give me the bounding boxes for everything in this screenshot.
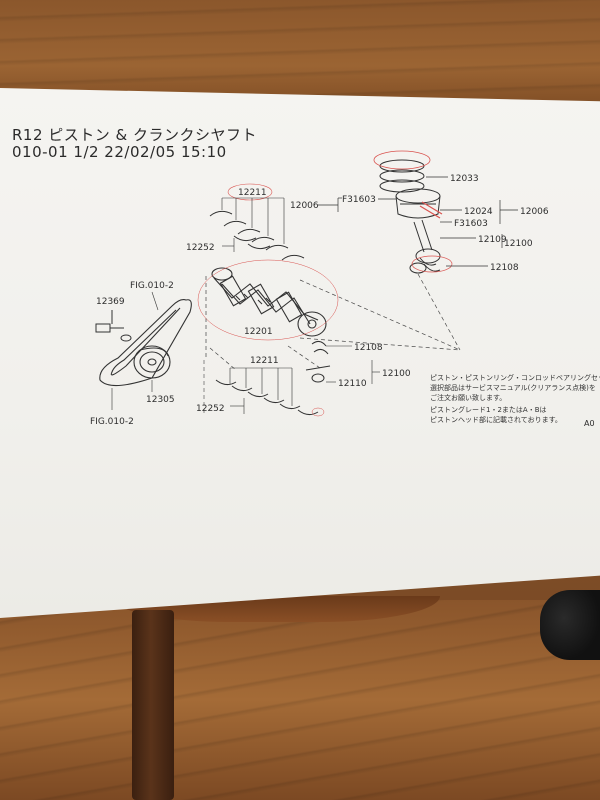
note-line-3: ご注文お願い致します。 bbox=[430, 393, 506, 402]
part-label-12108-mid: 12108 bbox=[354, 343, 383, 353]
highlight-circle bbox=[197, 259, 339, 341]
part-label-F31603-b: F31603 bbox=[454, 219, 488, 229]
piston-pin-drawing bbox=[419, 201, 443, 219]
figure-reference-bottom: FIG.010-2 bbox=[90, 417, 134, 427]
piston-drawing bbox=[395, 188, 441, 219]
part-label-12252-top: 12252 bbox=[186, 243, 215, 253]
part-label-12100-mid: 12100 bbox=[382, 369, 411, 379]
exploded-parts-diagram: 12033 12006 F31603 12024 12006 F31603 bbox=[90, 150, 600, 428]
table-leg bbox=[132, 610, 174, 800]
leader-lines-12252-bottom bbox=[230, 398, 245, 414]
part-label-12006-right: 12006 bbox=[520, 207, 549, 217]
part-label-12109: 12109 bbox=[478, 235, 507, 245]
part-label-12211-top: 12211 bbox=[238, 188, 267, 198]
leader-line bbox=[151, 291, 159, 311]
part-label-12110: 12110 bbox=[338, 379, 367, 389]
part-label-12305: 12305 bbox=[146, 395, 175, 405]
main-bearing-shells-upper-drawing bbox=[209, 210, 305, 261]
leader-lines-12211-bottom bbox=[229, 367, 293, 406]
pulley-bolt-drawing bbox=[95, 310, 132, 342]
rod-cap-parts-drawing bbox=[305, 340, 331, 383]
connecting-rod-drawing bbox=[409, 219, 441, 274]
note-line-5: ピストンヘッド部に記載されております。 bbox=[430, 415, 562, 424]
corner-label: A0 bbox=[584, 419, 595, 428]
part-label-12369: 12369 bbox=[96, 297, 125, 307]
crankshaft-drawing bbox=[211, 267, 327, 337]
note-line-1: ピストン・ピストンリング・コンロッドベアリングセットの bbox=[430, 373, 600, 382]
part-label-12100-top: 12100 bbox=[504, 239, 533, 249]
rod-bearing-shells-drawing bbox=[419, 257, 441, 272]
part-label-12211-bottom: 12211 bbox=[250, 356, 279, 366]
note-line-4: ピストングレード1・2またはA・Bは bbox=[430, 405, 547, 414]
sheet-title: R12 ピストン & クランクシヤフト bbox=[12, 126, 258, 144]
part-label-12252-bottom: 12252 bbox=[196, 404, 225, 414]
part-label-12033: 12033 bbox=[450, 174, 479, 184]
highlight-circle bbox=[411, 255, 453, 273]
crank-pulley-drawing bbox=[133, 345, 171, 379]
parts-diagram-sheet: R12 ピストン & クランクシヤフト 010-01 1/2 22/02/05 … bbox=[0, 88, 600, 618]
part-label-12201: 12201 bbox=[244, 327, 273, 337]
part-label-F31603-a: F31603 bbox=[342, 195, 376, 205]
sheet-subtitle: 010-01 1/2 22/02/05 15:10 bbox=[12, 143, 227, 161]
piston-ring-set-drawing bbox=[373, 150, 431, 193]
wood-floor-background-bottom bbox=[0, 600, 600, 800]
drive-belt-drawing bbox=[99, 299, 192, 387]
leader-lines-12252-top bbox=[222, 238, 235, 252]
part-label-12006-left: 12006 bbox=[290, 201, 319, 211]
leader-lines-12211-top bbox=[221, 197, 285, 244]
assembly-guide-lines bbox=[205, 273, 461, 371]
part-label-12024: 12024 bbox=[464, 207, 493, 217]
main-bearing-shells-lower-drawing bbox=[215, 379, 319, 416]
shoe-object bbox=[540, 590, 600, 660]
figure-reference-top: FIG.010-2 bbox=[130, 281, 174, 291]
highlight-circle bbox=[227, 183, 273, 201]
note-line-2: 選択部品はサービスマニュアル(クリアランス点検)を bbox=[430, 383, 596, 392]
part-label-12108-top: 12108 bbox=[490, 263, 519, 273]
highlight-circle bbox=[311, 407, 325, 417]
